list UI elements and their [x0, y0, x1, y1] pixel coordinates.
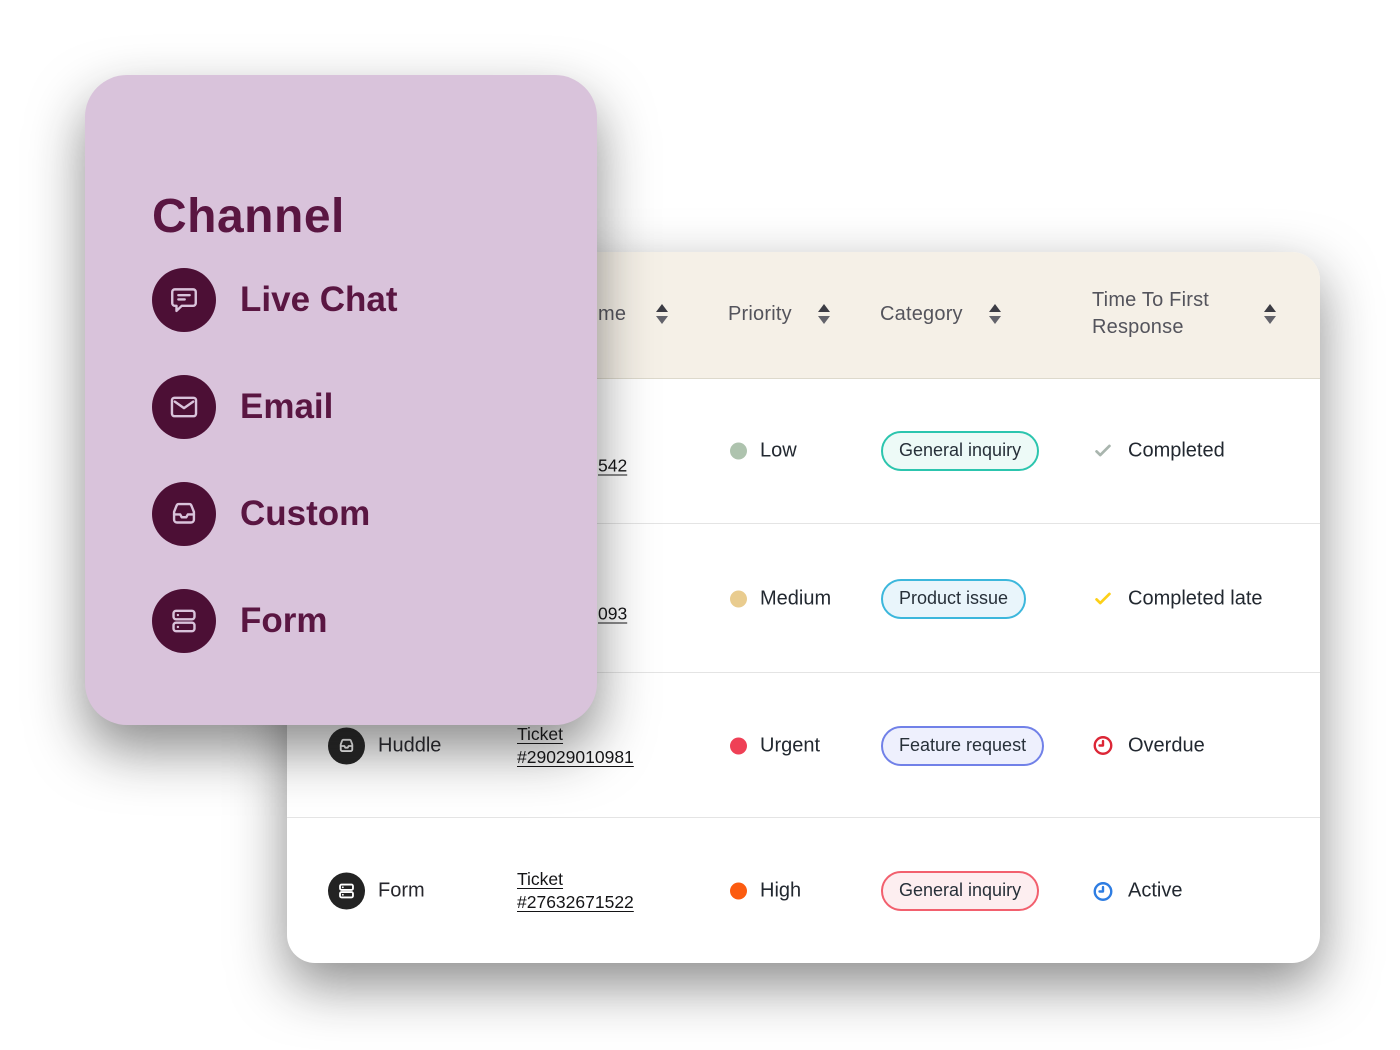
- check-icon: [1092, 440, 1114, 462]
- column-header-category: Category: [880, 264, 1001, 364]
- channel-option-label: Live Chat: [240, 280, 398, 319]
- priority-cell: High: [730, 880, 801, 903]
- clock-icon: [1092, 880, 1114, 902]
- channel-option-label: Form: [240, 601, 328, 640]
- channel-card-title: Channel: [152, 190, 345, 244]
- sort-up-icon: [1264, 304, 1276, 312]
- status-cell: Completed late: [1092, 587, 1263, 610]
- channel-option-email[interactable]: Email: [152, 375, 398, 439]
- sort-up-icon: [656, 304, 669, 312]
- category-badge: Feature request: [881, 725, 1045, 766]
- priority-label: Medium: [760, 587, 832, 609]
- sort-up-icon: [817, 304, 830, 312]
- sort-down-icon: [656, 316, 669, 324]
- category-cell: Feature request: [881, 725, 1045, 766]
- status-label: Completed late: [1128, 587, 1263, 609]
- status-label: Overdue: [1128, 734, 1205, 756]
- channel-option-custom[interactable]: Custom: [152, 482, 398, 546]
- column-header-priority-label: Priority: [728, 302, 792, 325]
- channel-filter-card: Channel Live Chat Email: [85, 75, 597, 725]
- category-badge: General inquiry: [881, 871, 1040, 911]
- channel-option-label: Custom: [240, 494, 371, 533]
- priority-cell: Urgent: [730, 734, 820, 757]
- sort-arrows-icon[interactable]: [656, 304, 669, 324]
- priority-cell: Low: [730, 439, 797, 462]
- table-row: Form Ticket #27632671522 High General in…: [287, 817, 1320, 964]
- ticket-link[interactable]: Ticket #29029010981: [517, 723, 634, 767]
- status-cell: Active: [1092, 880, 1182, 903]
- check-icon: [1092, 588, 1114, 610]
- priority-dot: [730, 737, 747, 754]
- category-cell: General inquiry: [881, 871, 1040, 911]
- column-header-name-label: me: [598, 302, 627, 325]
- priority-label: Urgent: [760, 734, 821, 756]
- status-label: Active: [1128, 879, 1183, 902]
- stacked-servers-icon: [328, 872, 365, 910]
- inbox-tray-icon: [152, 482, 216, 546]
- stacked-servers-icon: [152, 589, 216, 653]
- table-row: 542 Low General inquiry Completed: [287, 378, 1320, 523]
- channel-options-list: Live Chat Email Custom: [152, 268, 398, 653]
- priority-label: High: [760, 879, 802, 902]
- envelope-icon: [152, 375, 216, 439]
- ticket-link[interactable]: 093: [598, 603, 628, 623]
- status-cell: Completed: [1092, 439, 1225, 462]
- column-header-priority: Priority: [728, 264, 830, 364]
- column-header-name: me: [598, 264, 669, 364]
- category-badge: Product issue: [881, 578, 1027, 619]
- priority-dot: [730, 442, 747, 459]
- category-cell: Product issue: [881, 578, 1027, 619]
- sort-arrows-icon[interactable]: [817, 304, 830, 324]
- channel-cell: Form: [328, 872, 425, 910]
- column-header-time-label: Time To First Response: [1092, 289, 1210, 338]
- ticket-link[interactable]: 542: [598, 455, 628, 475]
- priority-label: Low: [760, 439, 797, 461]
- channel-label: Form: [378, 879, 425, 902]
- channel-option-label: Email: [240, 387, 334, 426]
- channel-label: Huddle: [378, 734, 442, 756]
- category-cell: General inquiry: [881, 430, 1040, 471]
- chat-bubble-icon: [152, 268, 216, 332]
- channel-option-form[interactable]: Form: [152, 589, 398, 653]
- status-label: Completed: [1128, 439, 1225, 461]
- table-row: Huddle Ticket #29029010981 Urgent Featur…: [287, 672, 1320, 818]
- ticket-link[interactable]: Ticket #27632671522: [517, 869, 634, 912]
- channel-option-live-chat[interactable]: Live Chat: [152, 268, 398, 332]
- sort-down-icon: [817, 316, 830, 324]
- priority-dot: [730, 590, 747, 607]
- category-badge: General inquiry: [881, 430, 1040, 471]
- column-header-category-label: Category: [880, 302, 963, 325]
- sort-down-icon: [988, 316, 1001, 324]
- status-cell: Overdue: [1092, 734, 1205, 757]
- clock-icon: [1092, 735, 1114, 757]
- sort-up-icon: [988, 304, 1001, 312]
- channel-cell: Huddle: [328, 727, 441, 764]
- sort-arrows-icon[interactable]: [988, 304, 1001, 324]
- priority-dot: [730, 882, 747, 900]
- column-header-time-to-first-response: Time To First Response: [1092, 264, 1276, 364]
- sort-arrows-icon[interactable]: [1264, 304, 1276, 324]
- inbox-tray-icon: [328, 727, 365, 764]
- sort-down-icon: [1264, 316, 1276, 324]
- table-row: 093 Medium Product issue Completed late: [287, 523, 1320, 673]
- priority-cell: Medium: [730, 587, 831, 610]
